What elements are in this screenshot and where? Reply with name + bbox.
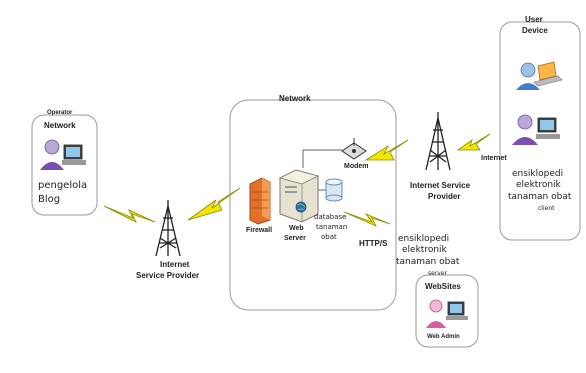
firewall-icon <box>249 177 271 225</box>
user-device-title-line1: User <box>525 15 543 24</box>
user-desktop-icon <box>512 114 560 145</box>
server-text-server: server <box>428 270 447 277</box>
database-label-line1: database <box>314 213 347 221</box>
user-device-box <box>499 21 581 241</box>
database-label-line3: obat <box>321 233 337 241</box>
websites-box <box>415 274 479 348</box>
operator-title-line1: Operator <box>47 110 73 116</box>
modem-label: Modem <box>344 163 369 170</box>
user-device-text-line3: tanaman obat <box>508 192 572 202</box>
server-text-line3: tanaman obat <box>396 257 460 267</box>
database-icon <box>325 178 343 202</box>
tower-left-icon <box>155 200 181 257</box>
operator-title-line2: Network <box>44 121 76 130</box>
network-title: Network <box>279 94 311 103</box>
isp-right-line2: Provider <box>428 192 461 201</box>
tower-right-icon <box>425 112 451 171</box>
operator-network-box <box>31 114 98 216</box>
operator-text-line1: pengelola <box>38 180 88 191</box>
operator-text-line2: Blog <box>38 194 61 205</box>
server-modem-line <box>302 149 342 168</box>
lightning-operator-isp <box>103 205 156 223</box>
operator-person-icon <box>40 139 86 170</box>
websites-title: WebSites <box>425 282 461 291</box>
lightning-db-http <box>343 211 391 227</box>
web-admin-icon <box>426 299 468 328</box>
modem-icon <box>341 138 367 160</box>
user-device-title-line2: Device <box>522 26 548 35</box>
server-text-line2: elektronik <box>402 245 447 255</box>
web-server-icon <box>278 169 320 223</box>
server-text-line1: ensiklopedi <box>398 234 450 244</box>
isp-left-line2: Service Provider <box>136 271 200 280</box>
network-box <box>229 99 397 311</box>
user-device-text-line2: elektronik <box>516 180 561 190</box>
isp-left-line1: Internet <box>160 260 190 269</box>
http-label: HTTP/S <box>359 239 388 248</box>
web-server-label-line1: Web <box>289 225 304 232</box>
lightning-modem-isp <box>364 139 409 161</box>
firewall-label: Firewall <box>246 227 273 234</box>
isp-right-line1: Internet Service <box>410 181 471 190</box>
lightning-isp-user <box>456 133 491 151</box>
internet-label: Internet <box>481 155 507 162</box>
user-device-client: client <box>538 205 555 212</box>
web-server-label-line2: Server <box>284 235 306 242</box>
lightning-bolts <box>103 133 491 227</box>
user-laptop-icon <box>516 61 563 90</box>
lightning-isp-firewall <box>187 187 241 221</box>
web-admin-label: Web Admin <box>427 334 460 340</box>
user-device-text-line1: ensiklopedi <box>512 169 564 179</box>
database-label-line2: tanaman <box>316 223 348 231</box>
